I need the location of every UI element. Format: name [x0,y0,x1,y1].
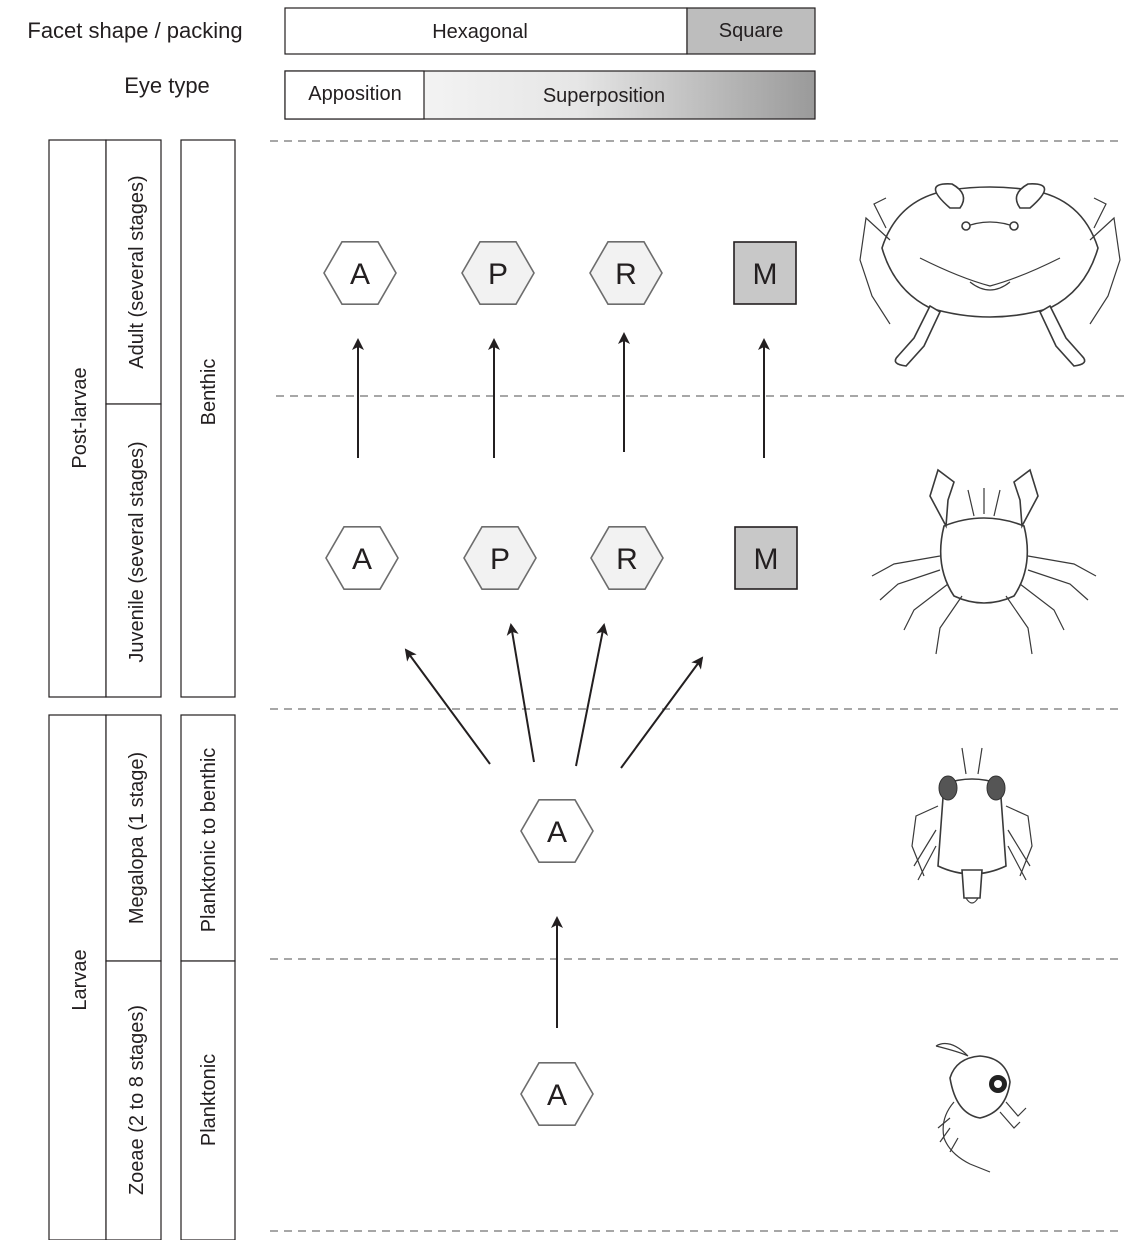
hexagonal-label: Hexagonal [432,21,528,43]
arrow-megalopa-to-a [404,648,491,765]
hexagonal-facet-shape [520,798,594,864]
eye-type-row: Eye type Apposition Superposition [124,70,816,120]
megalopa-illustration [911,747,1033,904]
node-letter: A [352,543,372,576]
node-letter: M [754,543,779,576]
hexagonal-segment [284,7,688,55]
planktonic-to-benthic-box [180,714,236,962]
adult-node-m: M [733,241,797,305]
zoea-box [105,960,162,1240]
juvenile-node-p: P [463,525,537,591]
larvae-block: Larvae Megalopa (1 stage) Zoeae (2 to 8 … [48,714,236,1240]
benthic-box [180,139,236,698]
adult-node-a: A [323,241,397,306]
planktonic-to-benthic-label: Planktonic to benthic [198,748,220,933]
square-facet-shape [734,526,798,590]
juvenile-crab-illustration [871,468,1097,655]
hexagonal-facet-shape [323,241,397,306]
adult-node-p: P [461,241,535,306]
node-letter: A [350,258,370,291]
apposition-label: Apposition [308,83,401,105]
node-letter: A [547,1079,567,1112]
eye-type-label: Eye type [124,73,210,98]
apposition-segment [284,70,425,120]
benthic-label: Benthic [198,359,220,426]
node-letter: M [753,258,778,291]
hexagonal-facet-shape [590,525,664,591]
megalopa-box [105,714,162,962]
facet-shape-label: Facet shape / packing [27,18,242,43]
node-letter: P [488,258,508,291]
post-larvae-block: Post-larvae Adult (several stages) Juven… [48,139,236,698]
node-letter: P [490,543,510,576]
hexagonal-facet-shape [461,241,535,306]
larvae-box [48,714,107,1240]
juvenile-box [105,403,162,698]
megalopa-stage-label: Megalopa (1 stage) [126,752,148,924]
node-letter: A [547,816,567,849]
arrow-megalopa-to-m [620,656,704,769]
post-larvae-label: Post-larvae [69,367,91,468]
arrow-megalopa-to-r [575,623,608,767]
square-label: Square [719,20,784,42]
larvae-label: Larvae [69,949,91,1010]
megalopa-node-a: A [520,798,594,864]
adult-stage-label: Adult (several stages) [126,175,148,368]
hexagonal-facet-shape [589,241,663,306]
facet-shape-row: Facet shape / packing Hexagonal Square [27,7,816,55]
juvenile-node-r: R [590,525,664,591]
eye-type-nodes: A P R M A P R M A A [323,241,798,1126]
adult-crab-illustration [859,183,1121,367]
juvenile-node-a: A [325,525,399,591]
juvenile-stage-label: Juvenile (several stages) [126,441,148,662]
adult-box [105,139,162,405]
juvenile-node-m: M [734,526,798,590]
planktonic-box [180,960,236,1240]
adult-node-r: R [589,241,663,306]
superposition-label: Superposition [543,85,665,107]
hexagonal-facet-shape [463,525,537,591]
arrows [352,332,770,1028]
hexagonal-facet-shape [520,1062,594,1126]
hexagonal-facet-shape [325,525,399,591]
node-letter: R [616,543,638,576]
zoea-stage-label: Zoeae (2 to 8 stages) [126,1005,148,1195]
zoea-illustration [935,1043,1027,1173]
arrow-megalopa-to-p [506,623,535,763]
square-facet-shape [733,241,797,305]
node-letter: R [615,258,637,291]
zoea-node-a: A [520,1062,594,1126]
square-segment [686,7,816,55]
planktonic-label: Planktonic [198,1054,220,1146]
